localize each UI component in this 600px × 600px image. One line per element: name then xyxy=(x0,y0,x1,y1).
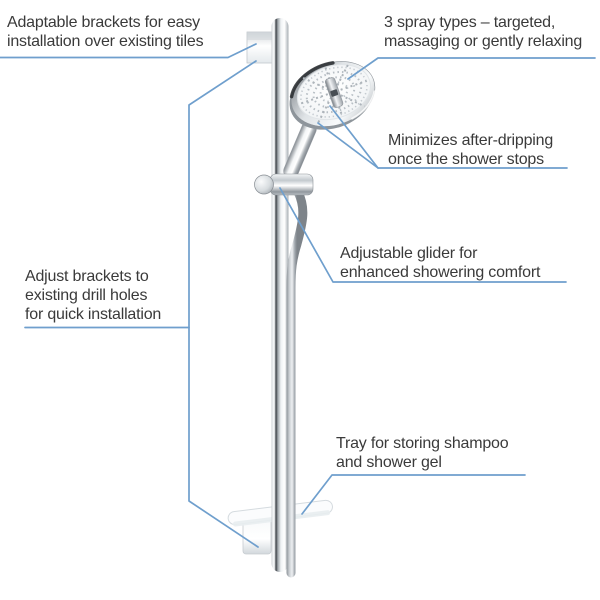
callout-text-line: 3 spray types – targeted, xyxy=(384,14,556,31)
callout-adjust-brackets: Adjust brackets to existing drill holes … xyxy=(25,267,161,324)
callout-line-tray xyxy=(301,474,526,515)
callout-text-line: for quick installation xyxy=(25,306,162,323)
callout-after-dripping: Minimizes after-dripping once the shower… xyxy=(388,131,553,169)
callout-text-line: Adjust brackets to xyxy=(25,268,149,285)
callout-text-line: Adaptable brackets for easy xyxy=(7,14,200,31)
shower-hose xyxy=(286,187,308,578)
shower-head xyxy=(289,61,376,130)
callout-text-line: massaging or gently relaxing xyxy=(384,33,583,50)
callout-text-line: and shower gel xyxy=(336,454,442,471)
callout-text-line: installation over existing tiles xyxy=(7,33,204,50)
callout-adaptable-brackets: Adaptable brackets for easy installation… xyxy=(7,13,204,51)
callout-text-line: once the shower stops xyxy=(388,151,544,168)
callout-line-adaptable-brackets xyxy=(0,43,257,59)
callout-tray: Tray for storing shampoo and shower gel xyxy=(336,434,509,472)
callout-lines xyxy=(0,43,596,548)
callout-text-line: enhanced showering comfort xyxy=(340,264,541,281)
callout-line-after-dripping-2 xyxy=(317,122,379,169)
glider xyxy=(254,173,314,196)
callout-line-adjust-brackets xyxy=(188,60,259,548)
callout-text-line: Tray for storing shampoo xyxy=(336,435,509,452)
callout-line-spray-types xyxy=(347,57,596,80)
callout-spray-types: 3 spray types – targeted, massaging or g… xyxy=(384,13,582,51)
callout-text-line: Minimizes after-dripping xyxy=(388,132,554,149)
callout-line-glider xyxy=(279,187,567,283)
shower-rail xyxy=(271,18,289,572)
glider-knob xyxy=(254,174,274,195)
callout-glider: Adjustable glider for enhanced showering… xyxy=(340,244,540,282)
callout-text-line: Adjustable glider for xyxy=(340,245,478,262)
callout-text-line: existing drill holes xyxy=(25,287,148,304)
